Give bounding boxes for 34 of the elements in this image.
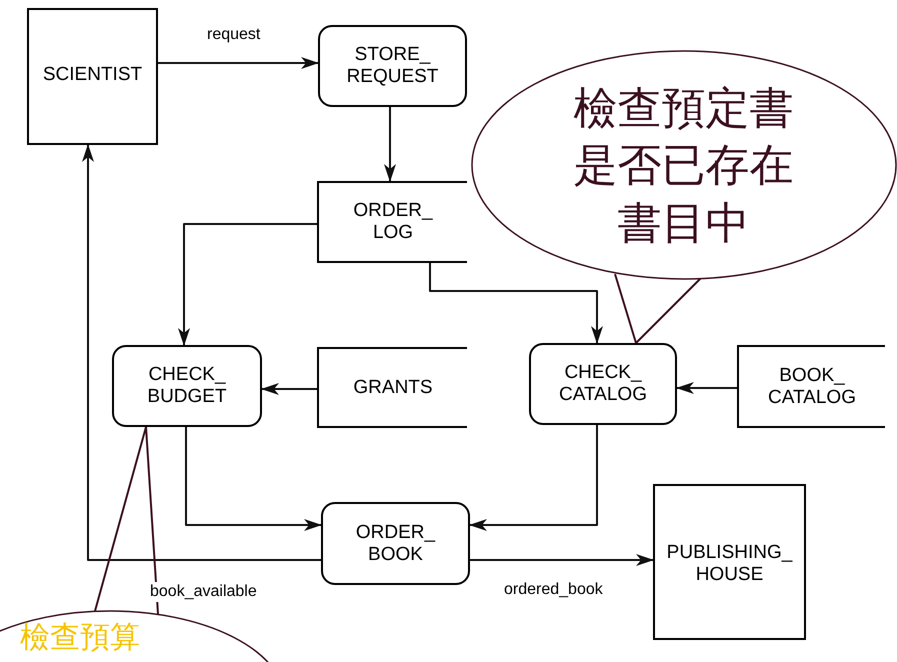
data-store xyxy=(317,347,467,428)
arrow xyxy=(429,263,603,344)
arrow xyxy=(469,425,598,531)
arrow xyxy=(261,383,317,395)
node-label: PUBLISHING_ HOUSE xyxy=(666,542,794,586)
callout-text: 檢查預定書是否已存在書目中 xyxy=(572,83,794,250)
arrow xyxy=(178,223,317,346)
data-store xyxy=(317,181,467,263)
arrow xyxy=(185,427,322,531)
external-entity-box xyxy=(653,484,806,640)
node-label: ORDER_ LOG xyxy=(352,200,434,244)
node-label: SCIENTIST xyxy=(42,64,142,86)
leader-line xyxy=(94,426,159,615)
process-box xyxy=(321,502,470,585)
arrow xyxy=(470,554,654,566)
arrow xyxy=(82,144,321,561)
arrow xyxy=(158,57,319,69)
process-box xyxy=(318,25,467,107)
speech-bubble xyxy=(470,50,897,282)
arrow xyxy=(676,382,737,394)
process-box xyxy=(529,343,677,425)
arrow xyxy=(384,107,396,182)
node-label: CHECK_ CATALOG xyxy=(558,362,648,406)
process-box xyxy=(112,345,262,427)
data-store xyxy=(737,345,885,428)
node-label: BOOK_ CATALOG xyxy=(767,364,857,408)
node-label: CHECK_ BUDGET xyxy=(146,364,228,408)
node-label: STORE_ REQUEST xyxy=(346,44,440,88)
callout-text: 檢查預算 xyxy=(20,620,140,656)
external-entity-box xyxy=(27,8,158,145)
node-label: ORDER_ BOOK xyxy=(354,522,436,566)
node-label: GRANTS xyxy=(352,376,434,398)
edge-label: ordered_book xyxy=(502,580,605,600)
edge-label: book_available xyxy=(148,582,259,602)
